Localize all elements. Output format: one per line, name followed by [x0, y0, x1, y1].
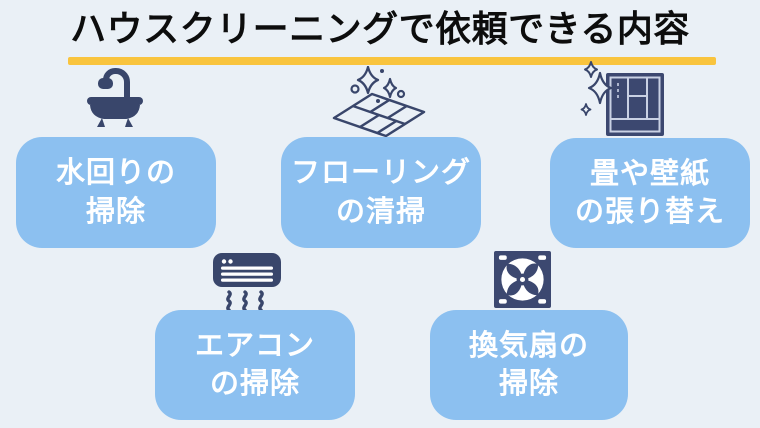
card-label-line2: の張り替え — [574, 196, 725, 228]
air-conditioner-icon — [212, 252, 282, 312]
title-underline — [68, 57, 716, 65]
card-label-line1: 水回りの — [55, 157, 176, 190]
card-label-line1: エアコン — [194, 329, 315, 362]
card-label-line1: フローリング — [290, 157, 471, 190]
ventilation-fan-icon — [494, 251, 551, 308]
tatami-sparkle-icon — [580, 60, 672, 138]
card-label-line2: 掃除 — [498, 368, 559, 400]
card-label-line1: 換気扇の — [468, 329, 589, 362]
sparkling-floor-icon — [330, 65, 434, 138]
bathtub-icon — [82, 66, 148, 130]
card-label-line2: の掃除 — [209, 368, 300, 400]
card-label-line2: 掃除 — [85, 195, 146, 228]
card-flooring-cleaning: フローリング の清掃 — [281, 137, 481, 248]
card-aircon-cleaning: エアコン の掃除 — [155, 310, 355, 420]
card-tatami-wallpaper-replacement: 畳や壁紙 の張り替え — [550, 138, 750, 248]
card-label-line2: の清掃 — [335, 195, 426, 228]
card-water-area-cleaning: 水回りの 掃除 — [16, 137, 216, 248]
card-ventilation-fan-cleaning: 換気扇の 掃除 — [430, 310, 628, 420]
card-label-line1: 畳や壁紙 — [589, 157, 710, 190]
page-title: ハウスクリーニングで依頼できる内容 — [70, 8, 690, 49]
